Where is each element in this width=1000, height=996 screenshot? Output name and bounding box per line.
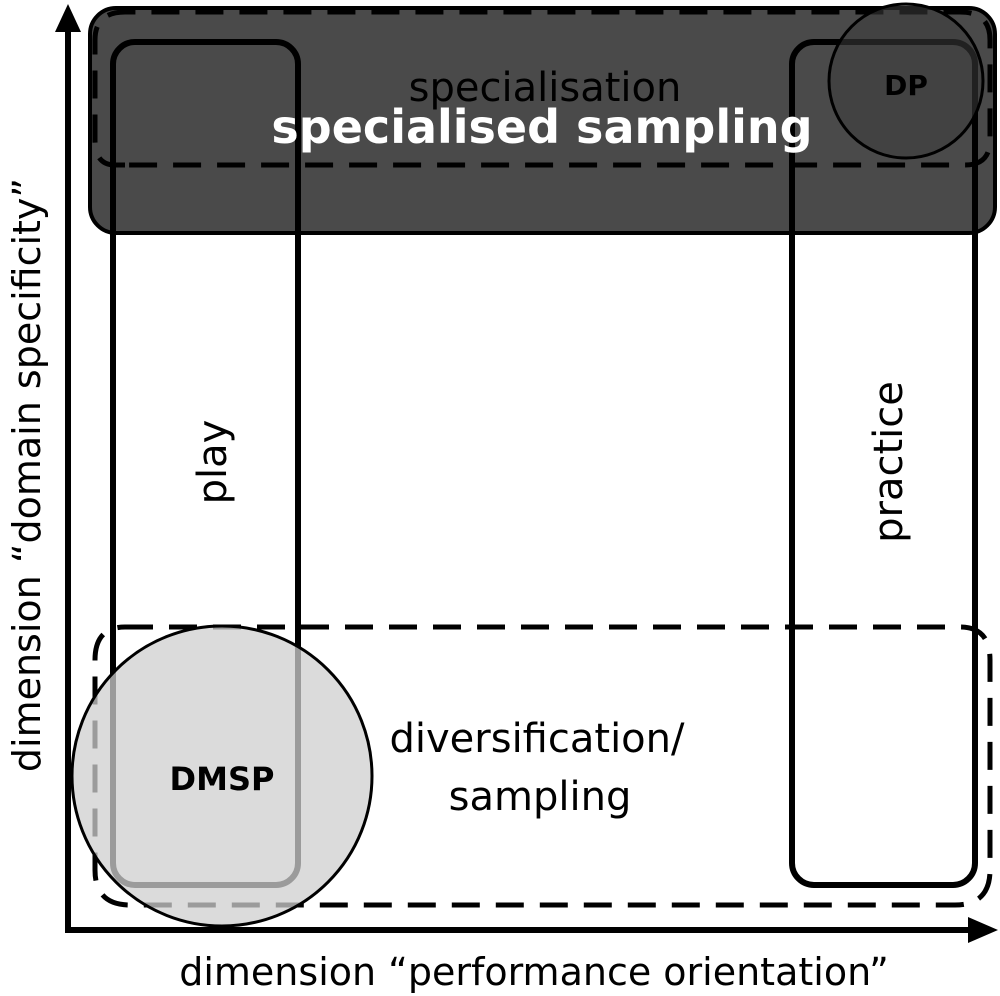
y-axis-label: dimension “domain specificity” — [5, 178, 49, 772]
diversification-region — [92, 624, 993, 908]
specialised-sampling-region — [88, 6, 997, 235]
specialisation-region — [92, 9, 993, 168]
play-label: play — [190, 420, 236, 505]
dp-label: DP — [884, 69, 928, 102]
y-axis-arrowhead — [55, 4, 81, 32]
specialised-sampling-label: specialised sampling — [271, 100, 812, 154]
dp-circle — [827, 2, 985, 160]
dmsp-label: DMSP — [170, 760, 275, 798]
dmsp-circle — [70, 624, 374, 928]
specialisation-label: specialisation — [409, 65, 682, 111]
diversification-label: diversification/ — [390, 716, 686, 762]
x-axis-label: dimension “performance orientation” — [179, 950, 889, 994]
x-axis-arrowhead — [968, 917, 998, 943]
practice-label: practice — [866, 381, 912, 543]
sampling-label: sampling — [449, 774, 632, 820]
